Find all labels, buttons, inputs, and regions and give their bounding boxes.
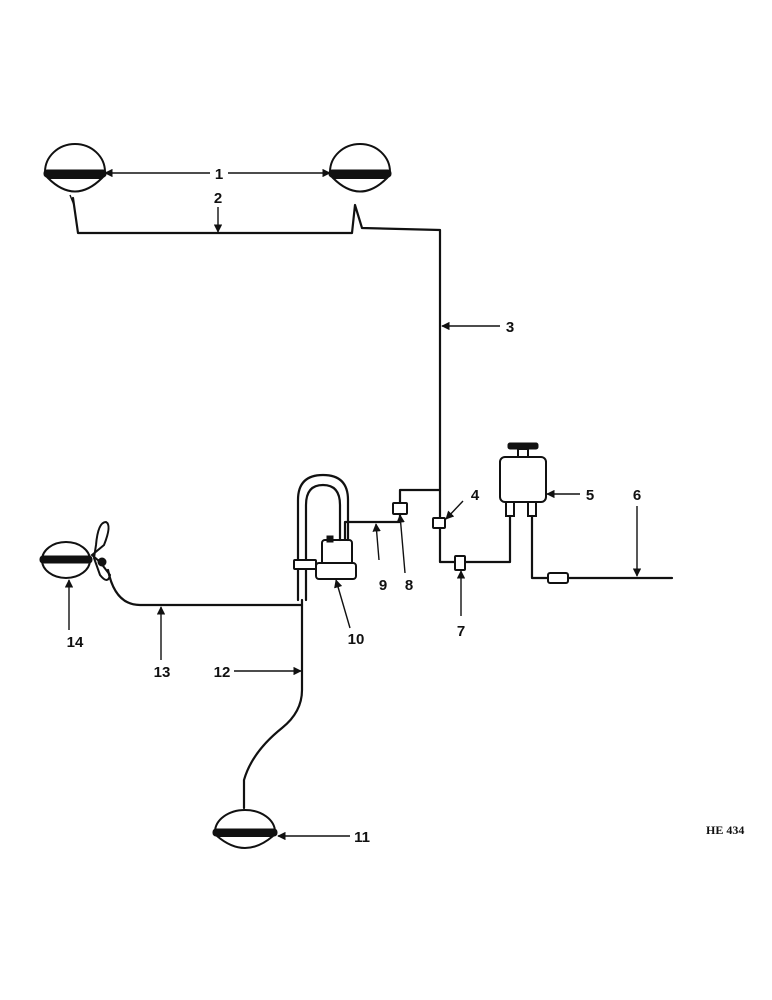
work-lamp xyxy=(212,809,278,849)
callout-4: 4 xyxy=(471,487,480,504)
callout-7: 7 xyxy=(457,623,465,640)
switch-lead-to-connector xyxy=(460,514,512,564)
callout-5: 5 xyxy=(586,487,594,504)
connector-8 xyxy=(392,502,408,515)
callout-1: 1 xyxy=(215,166,223,183)
lead-9 xyxy=(343,512,402,542)
lead-12 xyxy=(242,603,304,810)
leader-lines xyxy=(64,168,642,841)
battery-lead-fuse xyxy=(547,572,569,584)
connector-7 xyxy=(454,555,466,571)
light-switch xyxy=(499,442,547,517)
lead-to-connector-8 xyxy=(398,488,442,505)
callout-8: 8 xyxy=(405,577,413,594)
callout-11: 11 xyxy=(354,829,370,846)
harness-clamp xyxy=(293,559,317,570)
connector-4 xyxy=(432,517,446,529)
battery-lead xyxy=(530,514,550,580)
headlamp-right xyxy=(328,143,392,193)
rear-lamp-side xyxy=(39,520,112,581)
callout-3: 3 xyxy=(506,319,514,336)
headlamp-left xyxy=(43,143,107,206)
headlamp-harness xyxy=(71,196,442,522)
callout-10: 10 xyxy=(348,631,365,648)
harness-loop-inner xyxy=(304,483,342,602)
reference-code: HE 434 xyxy=(706,823,744,837)
callout-13: 13 xyxy=(154,664,171,681)
callout-6: 6 xyxy=(633,487,641,504)
main-lead-lower xyxy=(438,526,457,564)
callout-9: 9 xyxy=(379,577,387,594)
lead-13 xyxy=(106,568,304,607)
relay-unit xyxy=(315,535,357,580)
callout-14: 14 xyxy=(67,634,84,651)
callout-2: 2 xyxy=(214,190,222,207)
callout-12: 12 xyxy=(214,664,231,681)
harness-loop-outer xyxy=(296,473,350,602)
